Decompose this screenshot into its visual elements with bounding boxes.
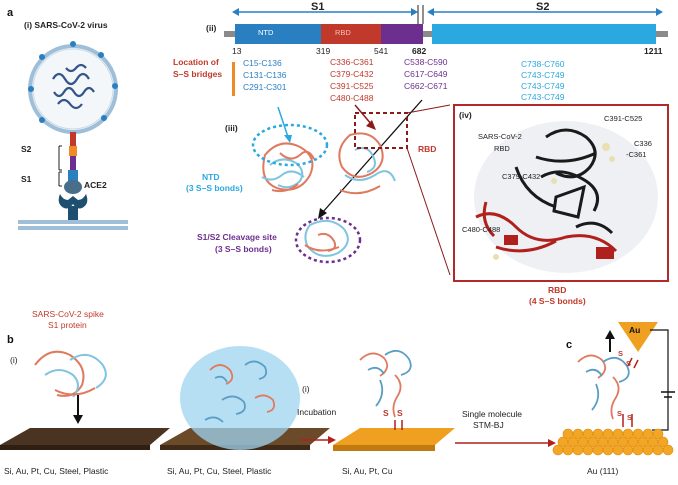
single-molecule-label: Single molecule [462, 409, 523, 419]
domain-bar-diagram [224, 5, 668, 44]
panel-b-graphics [0, 346, 556, 451]
s2-bridge: C743-C749 [521, 70, 565, 80]
cleavage-bridge: C662-C671 [404, 81, 448, 91]
virus-schematic [18, 41, 128, 230]
rbd-bonds-label: RBD [548, 285, 567, 295]
ss-bot-2: S [627, 413, 633, 422]
cleavage-bridge: C538-C590 [404, 57, 448, 67]
protein-label-2: S1 protein [48, 320, 87, 330]
iv-c336: C336 [634, 139, 652, 148]
ntd-bar-label: NTD [258, 28, 274, 37]
rbd-bar-label: RBD [335, 28, 351, 37]
i-label-2: (i) [302, 384, 310, 394]
ss-label-2: S [397, 408, 403, 418]
spike-structure [251, 99, 451, 276]
pos-319: 319 [316, 46, 331, 56]
protein-label-1: SARS-CoV-2 spike [32, 309, 104, 319]
iv-title-1: SARS-CoV-2 [478, 132, 522, 141]
ii-label: (ii) [206, 23, 217, 33]
au111-label: Au (111) [587, 466, 619, 476]
virus-label: (i) SARS-CoV-2 virus [24, 20, 108, 30]
pos-682: 682 [412, 46, 427, 56]
iv-c361: -C361 [626, 150, 647, 159]
surfaces-label-3: Si, Au, Pt, Cu [342, 466, 393, 476]
pos-541: 541 [374, 46, 389, 56]
rbd-bridge: C379-C432 [330, 69, 374, 79]
iv-c480: C480-C488 [462, 225, 501, 234]
stm-bj-label: STM-BJ [473, 420, 504, 430]
ace2-label: ACE2 [84, 180, 107, 190]
iv-label: (iv) [459, 110, 472, 120]
s1-label: S1 [21, 174, 32, 184]
ss-label-1: S [383, 408, 389, 418]
surfaces-label-2: Si, Au, Pt, Cu, Steel, Plastic [167, 466, 272, 476]
ntd-bridge: C15-C136 [243, 58, 282, 68]
surfaces-label-1: Si, Au, Pt, Cu, Steel, Plastic [4, 466, 109, 476]
stm-junction [552, 322, 675, 456]
pos-1211: 1211 [644, 46, 663, 56]
location-bracket [232, 62, 235, 96]
ss-top-2: S [626, 359, 632, 368]
panel-b-letter: b [7, 334, 14, 346]
s2-domain-label: S2 [536, 1, 550, 13]
rbd-bridge: C480-C488 [330, 93, 374, 103]
s2-label: S2 [21, 144, 32, 154]
au-tip-label: Au [629, 325, 641, 335]
ss-bot-1: S [617, 409, 623, 418]
panel-c-letter: c [566, 339, 573, 351]
iv-c391: C391-C525 [604, 114, 643, 123]
rbd-struct-label: RBD [418, 144, 437, 154]
s1-domain-label: S1 [311, 1, 325, 13]
cleavage-label: S1/S2 Cleavage site [197, 232, 277, 242]
s2-bridge: C743-C749 [521, 92, 565, 102]
rbd-bonds-count: (4 S–S bonds) [529, 296, 586, 306]
rbd-bridge: C336-C361 [330, 57, 374, 67]
iv-title-2: RBD [494, 144, 510, 153]
incubation-label: Incubation [297, 407, 337, 417]
ntd-struct-label: NTD [202, 172, 220, 182]
ntd-bridge: C131-C136 [243, 70, 287, 80]
i-label-1: (i) [10, 355, 18, 365]
location-label-2: S–S bridges [173, 69, 223, 79]
s2-bridge: C738-C760 [521, 59, 565, 69]
ss-top-1: S [618, 349, 624, 358]
rbd-bridge: C391-C525 [330, 81, 374, 91]
location-label-1: Location of [173, 57, 219, 67]
rbd-detail-structure [474, 121, 658, 273]
ntd-struct-bonds: (3 S–S bonds) [186, 183, 243, 193]
s2-bar [432, 24, 656, 44]
iv-c379: C379-C432 [502, 172, 541, 181]
cleavage-bar [381, 24, 423, 44]
panel-a-letter: a [7, 7, 14, 19]
ntd-bar [235, 24, 321, 44]
s2-bridge: C743-C749 [521, 81, 565, 91]
iii-label: (iii) [225, 123, 238, 133]
cleavage-bridge: C617-C649 [404, 69, 448, 79]
pos-13: 13 [232, 46, 242, 56]
ntd-bridge: C291-C301 [243, 82, 287, 92]
cleavage-bonds: (3 S–S bonds) [215, 244, 272, 254]
rbd-bar [321, 24, 381, 44]
